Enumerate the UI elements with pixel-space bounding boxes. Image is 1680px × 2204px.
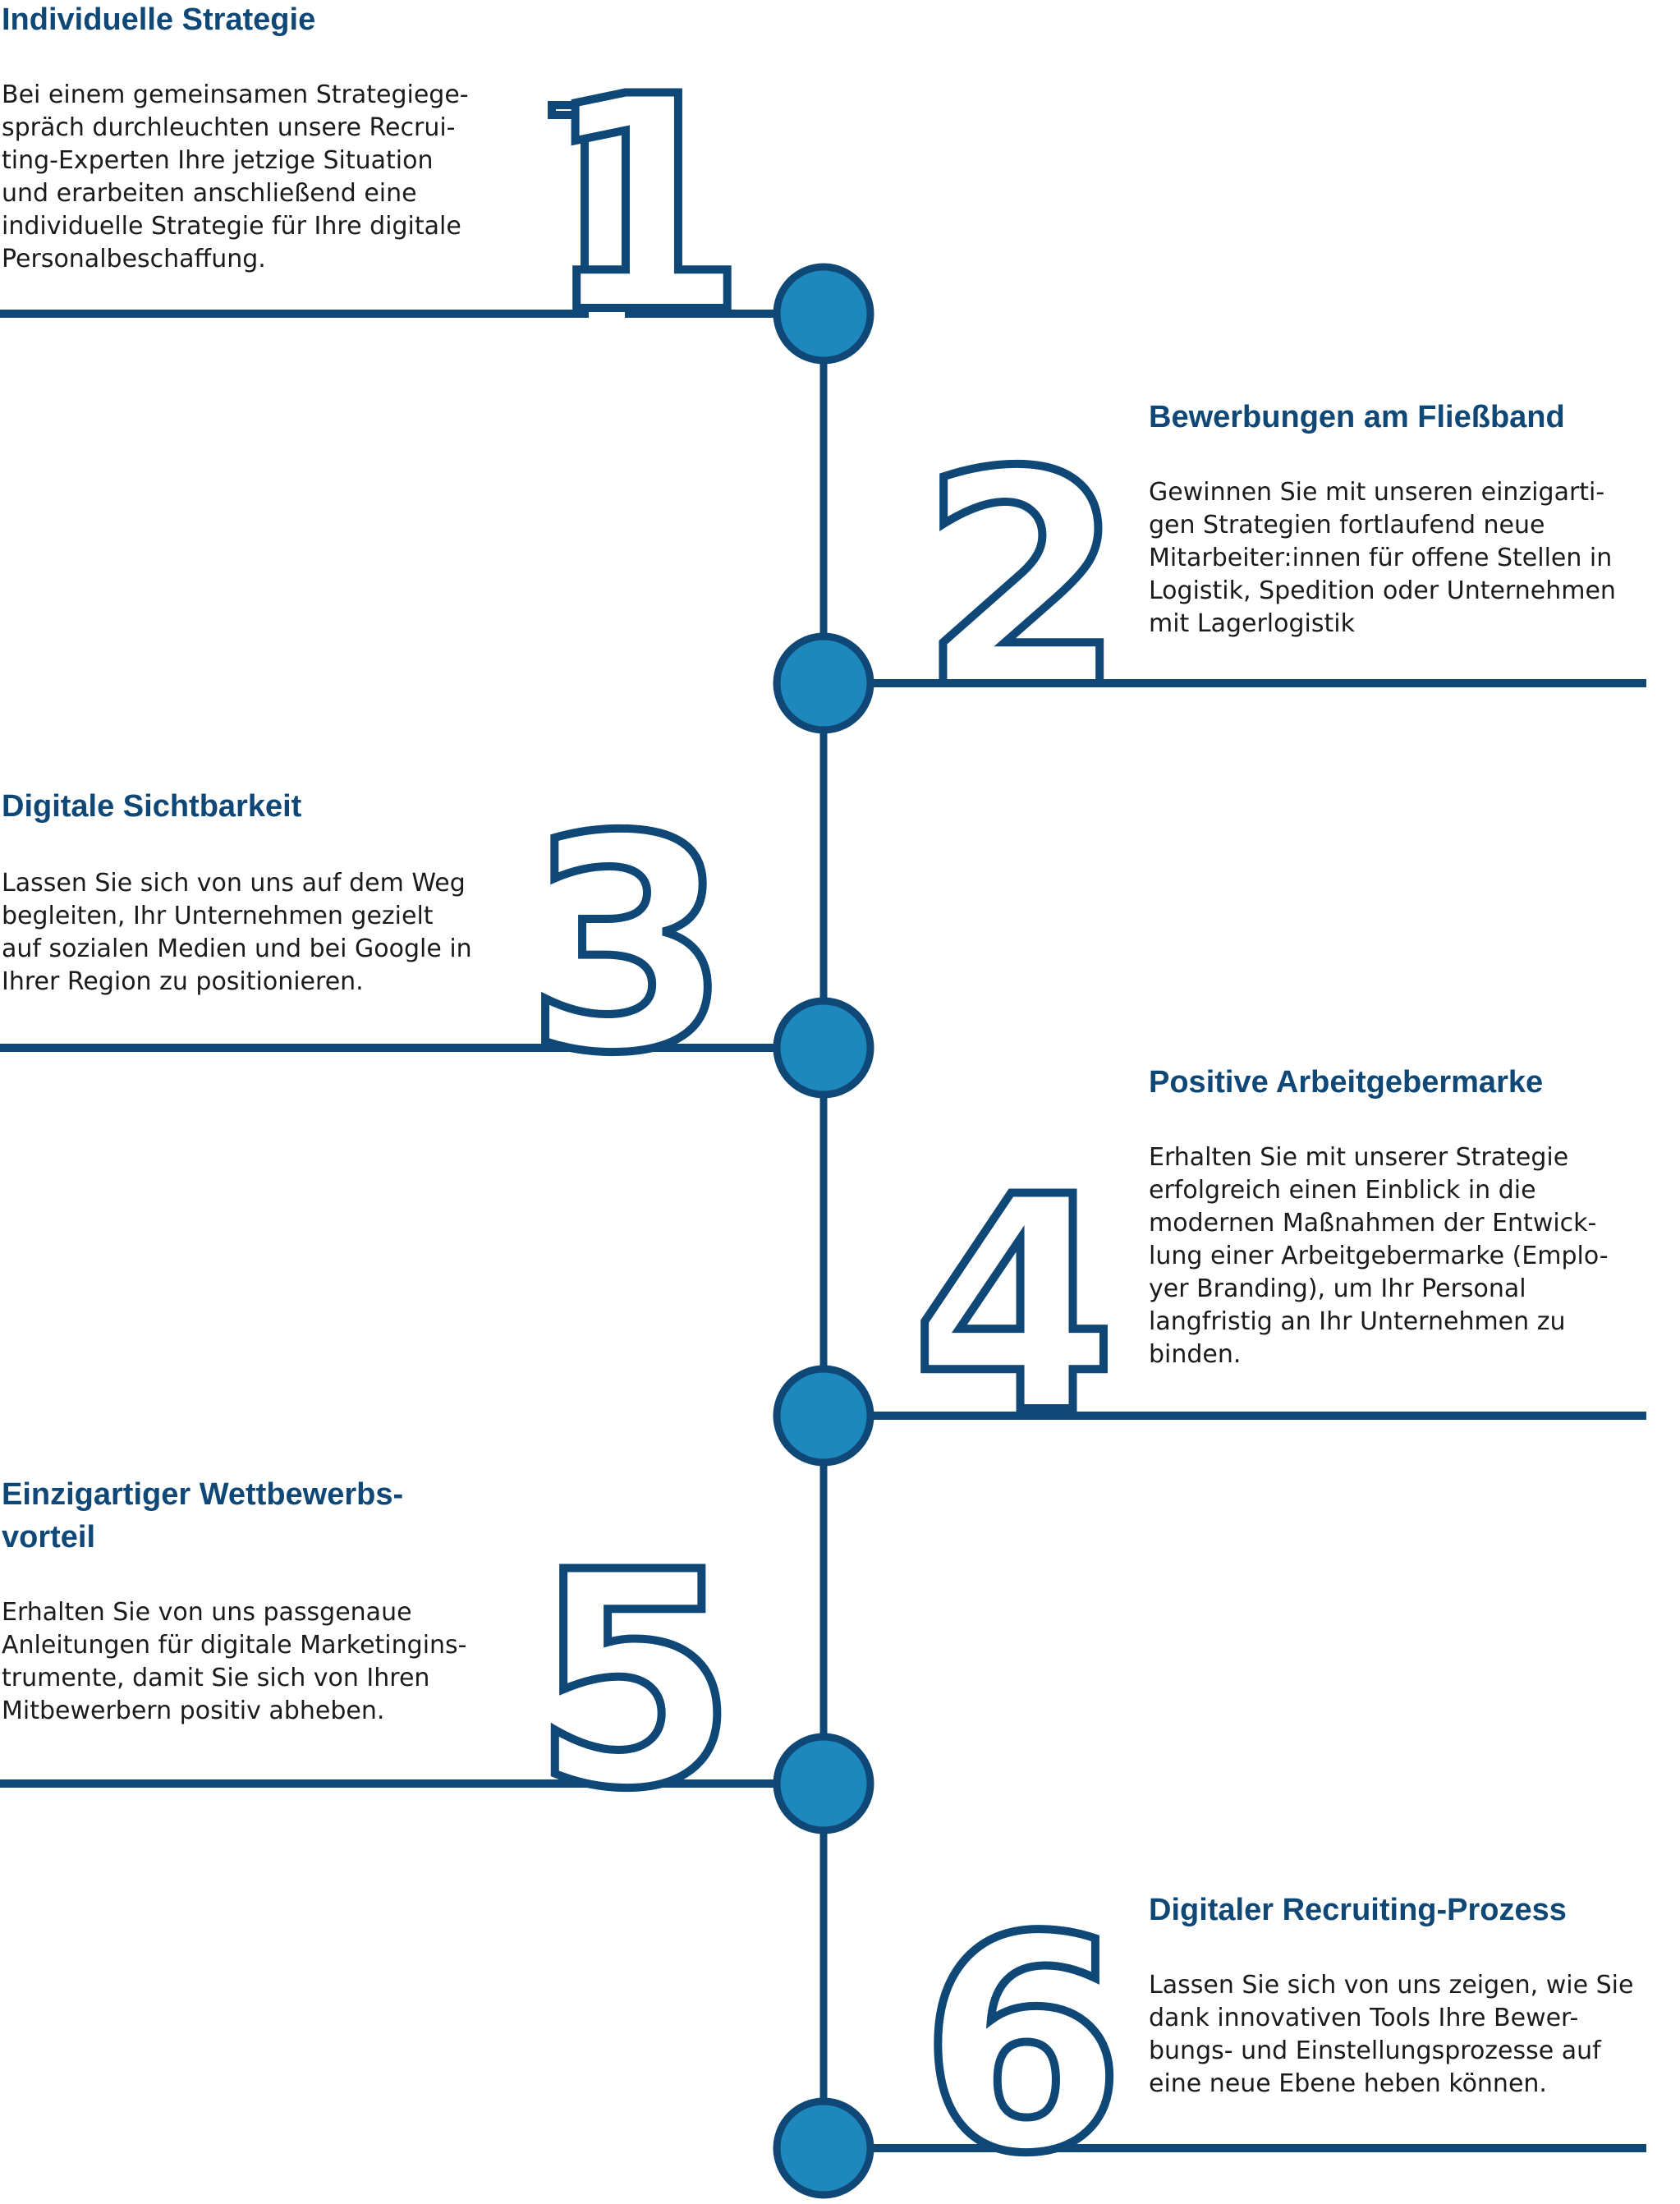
step-3-title: Digitale Sichtbarkeit: [2, 789, 302, 824]
step-3-text: Lassen Sie sich von uns auf dem Weg begl…: [2, 869, 472, 996]
step-5-number-outline: 5: [532, 1509, 738, 1853]
step-2-title: Bewerbungen am Fließband: [1149, 400, 1565, 434]
step-4-title: Positive Arbeitgebermarke: [1149, 1065, 1544, 1100]
step-1-number-outline: 1: [542, 34, 748, 378]
step-2-number-outline: 2: [920, 409, 1126, 753]
step-5-node: [773, 1733, 874, 1834]
step-3-number-outline: 3: [526, 774, 732, 1118]
step-3-node: [773, 997, 874, 1099]
step-5-title: Einzigartiger Wettbewerbs- vorteil: [2, 1477, 404, 1554]
step-6-text: Lassen Sie sich von uns zeigen, wie Sie …: [1149, 1971, 1634, 2098]
step-1-title: Individuelle Strategie: [2, 2, 316, 37]
step-2-text: Gewinnen Sie mit unseren einzigarti- gen…: [1149, 478, 1616, 638]
step-5-text: Erhalten Sie von uns passgenaue Anleitun…: [2, 1598, 467, 1725]
step-1-connector: [0, 101, 778, 318]
step-6-title: Digitaler Recruiting-Prozess: [1149, 1893, 1567, 1927]
step-2-node: [773, 632, 874, 734]
step-4-number-outline: 4: [911, 1134, 1118, 1478]
step-6-number-outline: 6: [920, 1874, 1126, 2204]
step-4-node: [773, 1365, 874, 1467]
step-1-node: [773, 263, 874, 365]
step-1-text: Bei einem gemeinsamen Strategiege- spräc…: [2, 80, 469, 273]
step-4-text: Erhalten Sie mit unserer Strategie erfol…: [1149, 1143, 1609, 1369]
step-6-node: [773, 2097, 874, 2199]
